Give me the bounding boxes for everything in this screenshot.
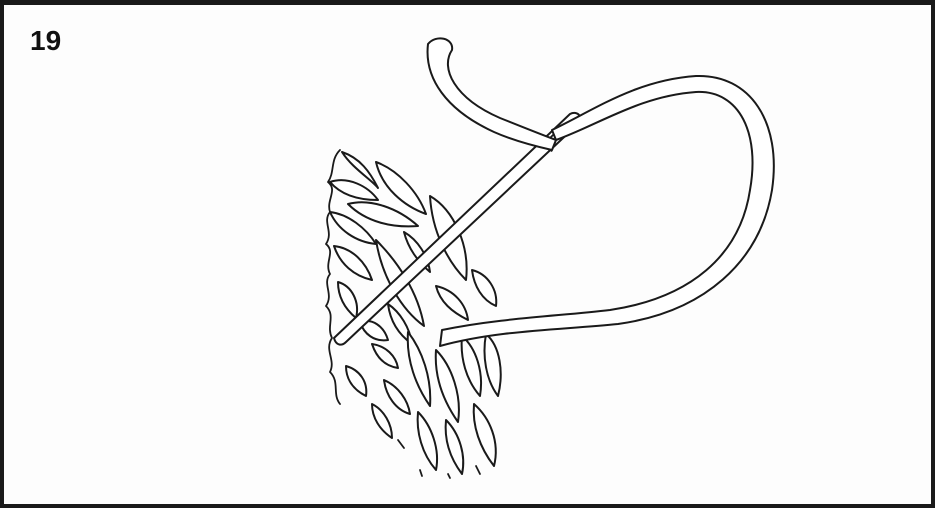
yarn-tail (428, 38, 556, 150)
stitch (384, 380, 410, 414)
stitch (436, 350, 459, 422)
stitch (334, 246, 372, 280)
stitch (330, 180, 378, 200)
stitch (472, 270, 496, 306)
stitch (418, 412, 437, 470)
stitch (338, 282, 357, 318)
stitch (446, 420, 464, 474)
fabric-bottom-strands (398, 440, 480, 478)
stitch (485, 334, 501, 396)
stitch (372, 404, 392, 438)
stitch (474, 404, 496, 466)
stitch (346, 366, 366, 396)
yarn-strand (428, 38, 774, 346)
stitch (408, 332, 431, 406)
knitted-fabric (326, 150, 501, 478)
stitch (372, 344, 398, 368)
stitch (436, 286, 468, 320)
stitch (462, 336, 481, 396)
